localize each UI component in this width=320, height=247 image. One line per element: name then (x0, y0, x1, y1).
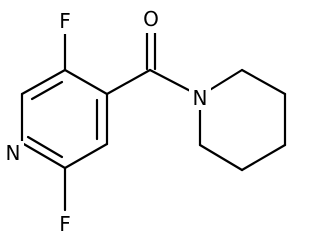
pyridine-ring (20, 68, 109, 170)
bond-c6-c5-inner (30, 80, 64, 101)
atom-oxygen: O (140, 7, 162, 33)
bond-c2-n1-inner (26, 135, 64, 159)
bond-c2-n1 (20, 141, 67, 170)
bond-cd-ce (198, 143, 244, 172)
atom-label-fluorine-top: F (59, 9, 71, 33)
atom-pyridine-nitrogen: N (2, 141, 24, 165)
atom-label-fluorine-bottom: F (59, 212, 71, 236)
atom-label-oxygen: O (143, 7, 159, 31)
bond-ca-cb (240, 68, 287, 96)
atom-piperidine-nitrogen: N (189, 86, 211, 110)
bond-c4-carbonyl (105, 68, 152, 96)
bond-cc-cd (240, 143, 287, 172)
molecule-structure: F O N F N (2, 7, 287, 236)
atom-fluorine-bottom: F (55, 212, 75, 236)
atom-fluorine-top: F (55, 9, 75, 34)
atom-label-pyridine-nitrogen: N (6, 141, 21, 165)
atom-label-piperidine-nitrogen: N (193, 86, 208, 110)
piperidine-ring (198, 68, 287, 172)
bond-c3-c2 (63, 142, 109, 170)
bond-c5-c4 (63, 68, 109, 96)
bond-c6-c5 (20, 68, 67, 96)
